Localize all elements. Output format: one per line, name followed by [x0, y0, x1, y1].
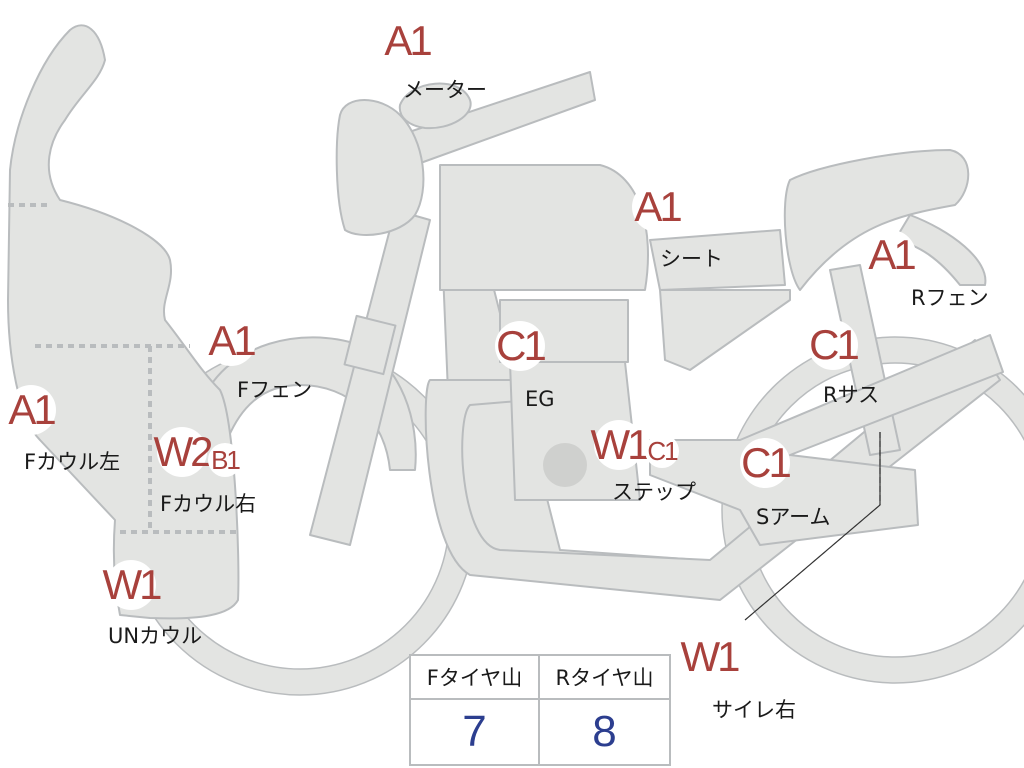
front-cowl-left-label: Fカウル左 — [24, 450, 121, 474]
engine-label: EG — [525, 387, 555, 411]
front-cowl-right-code-badge: W2 — [153, 427, 214, 477]
step-label: ステップ — [612, 480, 696, 504]
rear-fender-label: Rフェン — [911, 286, 989, 310]
rear-fender-code-badge: A1 — [866, 230, 917, 280]
meter-label: メーター — [403, 78, 487, 102]
front-cowl-right-code2-badge: B1 — [208, 443, 242, 477]
seat-label: シート — [660, 247, 723, 271]
rear-wheel — [722, 337, 1024, 683]
rear-tire-header: Rタイヤ山 — [540, 656, 669, 700]
front-cowl-left-code-badge: A1 — [6, 385, 57, 435]
step-code-badge: W1 — [590, 420, 651, 470]
side-cover — [659, 289, 791, 371]
silencer-right-label: サイレ右 — [712, 698, 796, 722]
swing-arm-label: Sアーム — [756, 505, 831, 529]
under-cowl-code-badge: W1 — [102, 560, 163, 610]
seat-code-badge: A1 — [632, 182, 683, 232]
step-code2-badge: C1 — [645, 434, 679, 468]
fuel-tank — [439, 164, 649, 291]
swing-arm-code-badge: C1 — [740, 438, 792, 488]
front-fender-code-badge: A1 — [206, 316, 257, 366]
engine-code-badge: C1 — [495, 321, 547, 371]
tire-tread-table: Fタイヤ山 Rタイヤ山 7 8 — [409, 654, 671, 766]
swing-arm-shape — [649, 334, 1004, 546]
silencer-right-code-badge: W1 — [680, 632, 741, 682]
under-cowl-label: UNカウル — [108, 624, 203, 648]
front-fender-label: Fフェン — [237, 378, 313, 402]
front-tire-header: Fタイヤ山 — [411, 656, 540, 700]
seat-shape — [649, 229, 786, 291]
meter-code-badge: A1 — [382, 16, 433, 66]
front-cowl — [7, 24, 240, 620]
front-tire-value: 7 — [411, 700, 540, 764]
rear-suspension-code-badge: C1 — [808, 320, 860, 370]
headlight-shape — [335, 99, 425, 236]
rear-tire-value: 8 — [592, 707, 617, 756]
rear-suspension-label: Rサス — [823, 383, 880, 407]
front-fork — [309, 209, 431, 546]
meter-shape — [398, 82, 472, 130]
front-cowl-right-label: Fカウル右 — [160, 492, 257, 516]
